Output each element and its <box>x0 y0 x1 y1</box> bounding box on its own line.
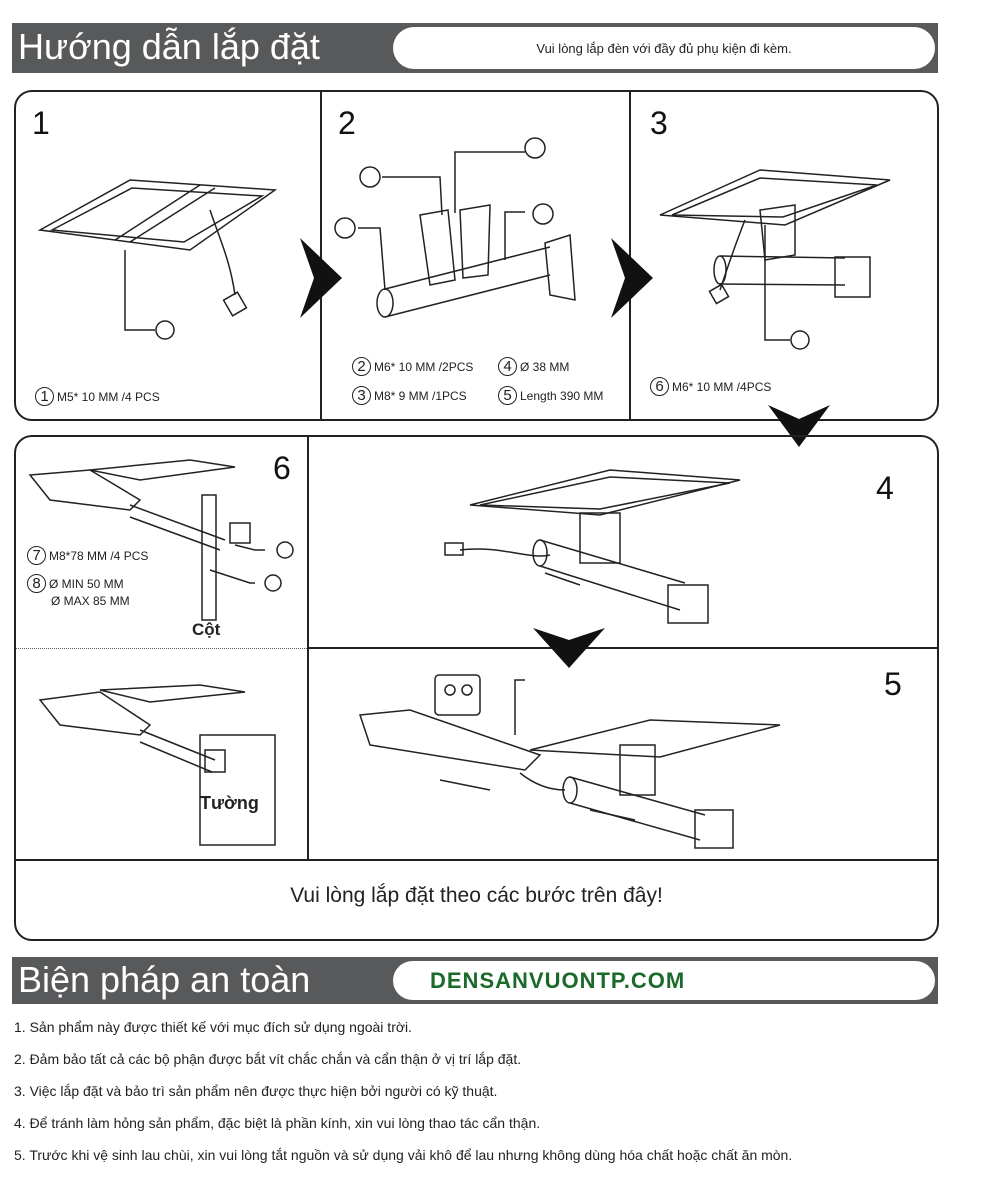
arrow-down-icon <box>768 405 830 447</box>
step-number: 6 <box>273 450 291 486</box>
spec-item: Ø MAX 85 MM <box>51 594 130 608</box>
safety-item: 3. Việc lắp đặt và bảo trì sản phẩm nên … <box>14 1083 498 1099</box>
pole-label: Cột <box>192 620 221 639</box>
steps-top-row <box>14 90 939 421</box>
wall-mount-illustration <box>38 684 276 846</box>
install-footer: Vui lòng lắp đặt theo các bước trên đây! <box>290 884 663 907</box>
safety-item: 1. Sản phẩm này được thiết kế với mục đí… <box>14 1019 413 1035</box>
step-number: 2 <box>338 105 356 141</box>
safety-item: 5. Trước khi vệ sinh lau chùi, xin vui l… <box>14 1147 793 1163</box>
divider <box>307 435 309 861</box>
step-number: 4 <box>876 470 894 506</box>
arrow-right-icon <box>300 238 342 318</box>
arrow-down-icon <box>533 628 605 668</box>
safety-item: 2. Đảm bảo tất cả các bộ phận được bắt v… <box>14 1051 522 1067</box>
panel-bracket-illustration <box>659 169 891 350</box>
install-note-pill: Vui lòng lắp đèn với đầy đủ phụ kiện đi … <box>393 27 935 69</box>
final-assembly-illustration <box>358 674 781 849</box>
brand-pill: DENSANVUONTP.COM <box>393 961 935 1000</box>
pole-mount-illustration <box>28 459 294 621</box>
divider <box>309 647 939 649</box>
steps-bottom-box <box>14 435 939 941</box>
divider <box>14 859 939 861</box>
divider <box>320 90 322 421</box>
install-note: Vui lòng lắp đèn với đầy đủ phụ kiện đi … <box>536 40 792 56</box>
safety-header: Biện pháp an toàn DENSANVUONTP.COM <box>12 957 938 1004</box>
step-number: 1 <box>32 105 50 141</box>
arrow-right-icon <box>611 238 653 318</box>
cable-connection-illustration <box>444 469 741 624</box>
step-number: 5 <box>884 666 902 702</box>
wall-label: Tường <box>200 793 259 813</box>
bracket-illustration <box>334 137 576 318</box>
divider <box>629 90 631 421</box>
step-number: 3 <box>650 105 668 141</box>
solar-panel-illustration <box>37 179 278 340</box>
safety-item: 4. Để tránh làm hỏng sản phẩm, đặc biệt … <box>14 1115 541 1131</box>
install-header: Hướng dẫn lắp đặt Vui lòng lắp đèn với đ… <box>12 23 938 73</box>
brand-watermark: DENSANVUONTP.COM <box>430 967 686 993</box>
install-title: Hướng dẫn lắp đặt <box>18 26 320 67</box>
safety-title: Biện pháp an toàn <box>18 959 311 1000</box>
dotted-divider <box>16 648 307 649</box>
